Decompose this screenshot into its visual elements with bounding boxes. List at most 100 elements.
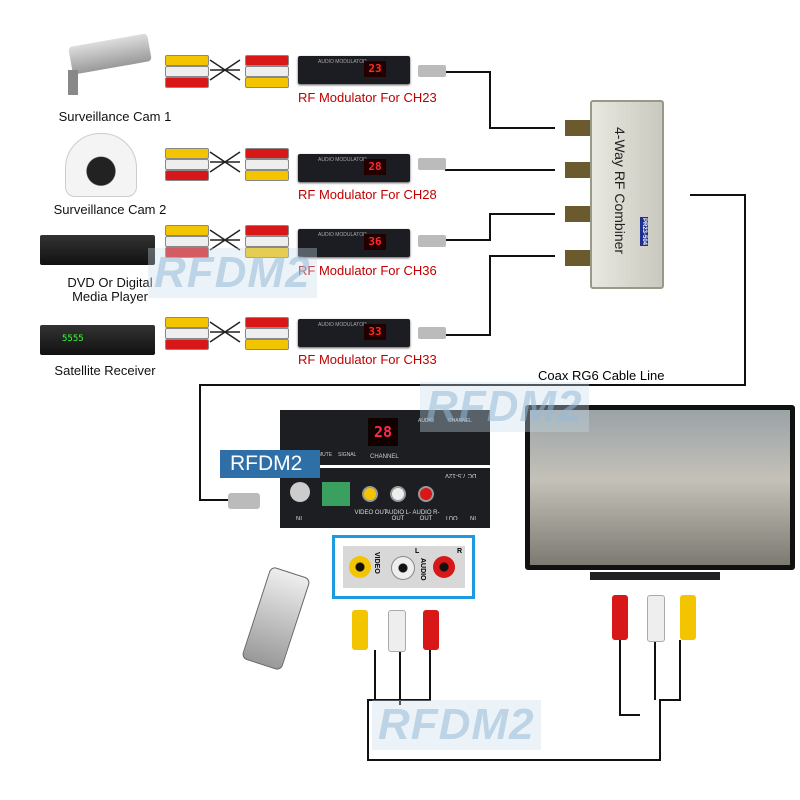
modulator-label: RF Modulator For CH33 xyxy=(298,352,437,367)
coax-ch33 xyxy=(445,255,555,336)
out-label: OUT xyxy=(445,514,458,520)
signal-label: SIGNAL xyxy=(338,452,357,458)
rca-plug xyxy=(245,247,289,258)
yellow-rca-plug xyxy=(352,610,368,650)
combiner-port xyxy=(565,120,590,136)
video-out-jack xyxy=(362,486,378,502)
source-label-line: DVD Or Digital xyxy=(67,275,153,290)
coax-connector xyxy=(418,158,446,170)
modulator-caption: AUDIO MODULATOR xyxy=(318,232,367,238)
dome-camera-icon xyxy=(65,133,137,197)
channel-label: CHANNEL xyxy=(370,454,399,460)
rca-plug xyxy=(245,339,289,350)
coax-ch36 xyxy=(445,213,555,241)
combiner-badge: PR23-504 xyxy=(640,217,648,247)
source-label-line: Media Player xyxy=(72,289,148,304)
dc-label: DC 7.5-12V xyxy=(445,472,477,478)
source-label-group: DVD Or Digital Media Player xyxy=(30,276,190,304)
bullet-camera-icon xyxy=(68,33,152,75)
modulator-label: RF Modulator For CH23 xyxy=(298,90,437,105)
dvd-player-icon xyxy=(40,235,155,265)
source-label: Satellite Receiver xyxy=(54,363,156,378)
rca-plug xyxy=(245,148,289,159)
rca-plug xyxy=(165,170,209,181)
rca-plug xyxy=(165,339,209,350)
in-label: IN xyxy=(470,514,476,520)
rca-plug xyxy=(245,55,289,66)
rf-in-connector xyxy=(290,482,310,502)
terminal-block xyxy=(322,482,350,506)
rf-combiner: 4-Way RF Combiner PR23-504 xyxy=(590,100,664,289)
rfdm2-rear-panel: VIDEO OUT AUDIO L-OUT AUDIO R-OUT DC 7.5… xyxy=(280,468,490,528)
audio-r-jack xyxy=(433,556,455,578)
rca-cables xyxy=(209,59,241,343)
camera-mount xyxy=(68,70,78,95)
coax-connector xyxy=(228,493,260,509)
r-label: R xyxy=(457,548,463,555)
red-rca-plug xyxy=(423,610,439,650)
surveillance-cam-1-image xyxy=(60,25,160,95)
modulator-label: RF Modulator For CH36 xyxy=(298,263,437,278)
coax-connector xyxy=(418,327,446,339)
combiner-port xyxy=(565,250,590,266)
satellite-receiver-icon: 5555 xyxy=(40,325,155,355)
coax-connector xyxy=(418,235,446,247)
television xyxy=(525,405,795,570)
rca-plug xyxy=(245,328,289,339)
rca-plug xyxy=(245,170,289,181)
channel-display: 33 xyxy=(364,324,386,340)
audio-r-jack xyxy=(418,486,434,502)
audio-label: AUDIO xyxy=(419,558,426,581)
rca-plug xyxy=(165,77,209,88)
channel-ctrl-label: CHANNEL xyxy=(448,418,472,424)
rca-plug xyxy=(165,66,209,77)
rca-plug xyxy=(165,236,209,247)
rca-plug xyxy=(165,159,209,170)
av-cable xyxy=(368,640,656,716)
rca-plug xyxy=(245,225,289,236)
white-rca-plug xyxy=(388,610,406,652)
audio-l-jack xyxy=(391,556,415,580)
red-rca-plug xyxy=(612,595,628,640)
rca-plug xyxy=(245,66,289,77)
watermark: RFDM2 xyxy=(148,248,317,298)
white-rca-plug xyxy=(647,595,665,642)
watermark: RFDM2 xyxy=(372,700,541,750)
rca-plug xyxy=(245,159,289,170)
combiner-title: 4-Way RF Combiner xyxy=(612,127,628,255)
combiner-port xyxy=(565,162,590,178)
rca-plug xyxy=(165,225,209,236)
device-name-badge: RFDM2 xyxy=(220,450,320,478)
l-label: L xyxy=(415,548,420,555)
rca-plug xyxy=(165,148,209,159)
video-label: VIDEO xyxy=(373,552,380,574)
tv-screen-warehouse-feed xyxy=(530,410,790,565)
rca-plug xyxy=(165,328,209,339)
av-connection-panel: VIDEO L AUDIO R xyxy=(332,535,475,599)
channel-display: 28 xyxy=(364,159,386,175)
yellow-rca-plug xyxy=(680,595,696,640)
coax-rg6-line xyxy=(199,194,746,501)
rca-plug xyxy=(245,317,289,328)
coax-ch23 xyxy=(445,71,555,129)
source-label: Surveillance Cam 1 xyxy=(58,109,172,124)
audio-l-label: AUDIO L-OUT xyxy=(384,510,411,522)
channel-display: 36 xyxy=(364,234,386,250)
rca-plug xyxy=(245,236,289,247)
rca-plug xyxy=(165,317,209,328)
rf-in-label: IN xyxy=(296,514,302,520)
tv-stand xyxy=(590,572,720,580)
source-label: Surveillance Cam 2 xyxy=(53,202,167,217)
channel-display: 23 xyxy=(364,61,386,77)
modulator-caption: AUDIO MODULATOR xyxy=(318,157,367,163)
audio-label: AUDIO xyxy=(418,418,434,424)
mute-label: MUTE xyxy=(318,452,333,458)
combiner-port xyxy=(565,206,590,222)
audio-l-jack xyxy=(390,486,406,502)
rca-plug xyxy=(245,77,289,88)
